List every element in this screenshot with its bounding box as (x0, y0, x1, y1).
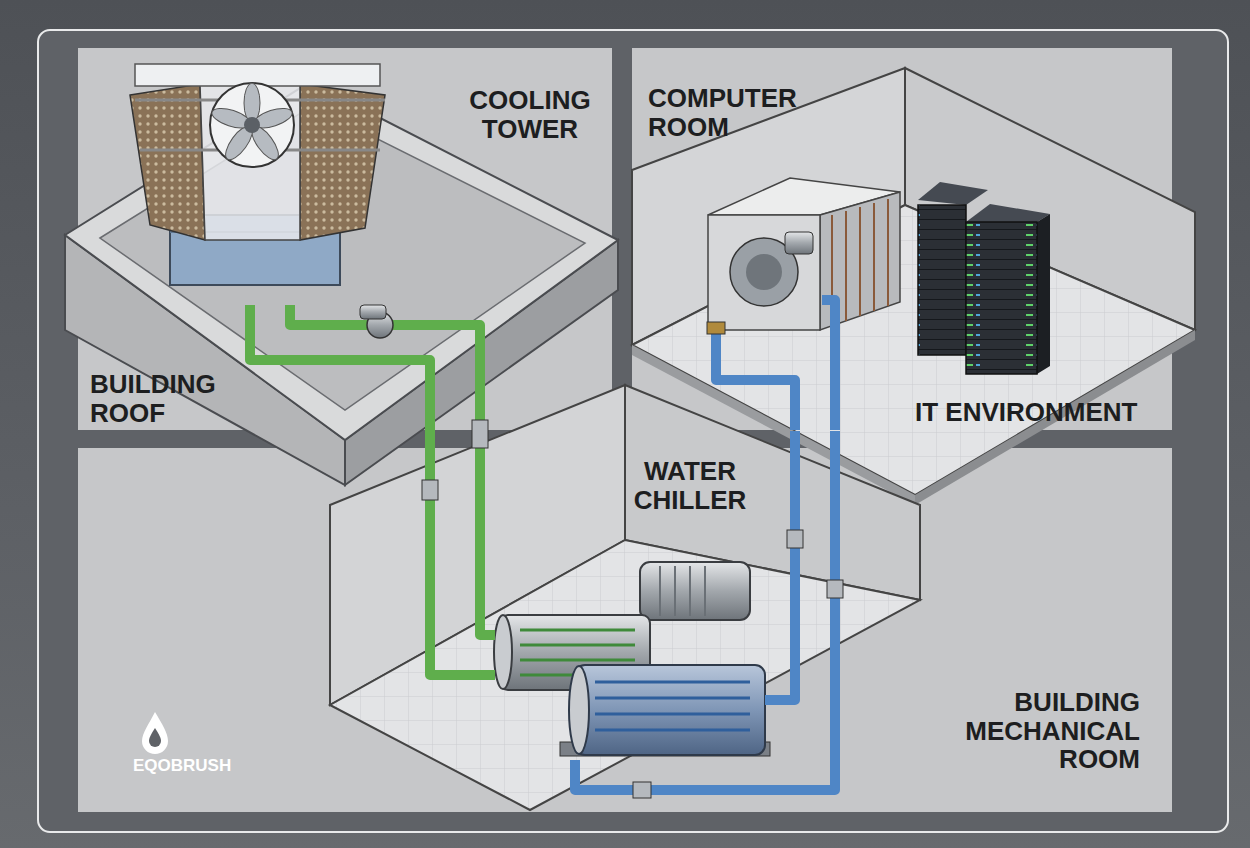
water-chiller-part (595, 713, 750, 716)
server-racks-part (918, 182, 988, 205)
crah-pipes-part (822, 300, 835, 430)
crah-pipes-part (707, 322, 725, 334)
computer-room-part (915, 330, 1195, 505)
cooling-tower-part (210, 83, 294, 167)
water-chiller-part (595, 697, 750, 700)
pipe-coupling-part (422, 480, 438, 500)
crah-unit-part (845, 211, 847, 321)
water-chiller-part (494, 615, 512, 689)
pipe-coupling-part (827, 580, 843, 598)
crah-unit-part (859, 207, 861, 316)
pipe-connector (575, 431, 835, 790)
water-chiller-part (595, 681, 750, 684)
water-chiller-part (569, 666, 589, 754)
pump-part (360, 305, 386, 319)
frame (38, 30, 1228, 832)
area-label: IT ENVIRONMENT (915, 398, 1169, 427)
water-chiller-node: WATER CHILLER (495, 455, 765, 760)
watermark-logo (142, 712, 168, 754)
cooling-tower-part (300, 84, 385, 240)
water-chiller-part (520, 644, 635, 647)
water-chiller-part (520, 659, 635, 662)
water-chiller-part (689, 566, 691, 616)
crah-unit-part (746, 254, 782, 290)
cooling-tower-part (200, 84, 300, 240)
water-chiller (494, 562, 770, 756)
server-racks-part (918, 205, 966, 355)
water-chiller-part (704, 566, 706, 616)
frame-part (38, 30, 1228, 832)
watermark-logo-part (142, 712, 168, 754)
cooling-tower (130, 64, 385, 285)
crah-unit-part (887, 199, 889, 306)
area-label: BUILDING MECHANICAL ROOM (930, 688, 1140, 774)
server-racks-part (966, 222, 1037, 374)
pipe-coupling-part (472, 420, 488, 448)
area-label: COOLING TOWER (450, 86, 610, 143)
server-racks (918, 182, 1050, 374)
mechanical-room (330, 385, 920, 810)
pipe-coupling-part (787, 530, 803, 548)
crah-unit-part (785, 232, 813, 254)
crah-pipes-part (716, 332, 795, 430)
water-chiller-part (520, 629, 635, 632)
pipe-coupling (422, 420, 843, 798)
water-chiller-part (595, 729, 750, 732)
cooling-tower-part (130, 84, 205, 240)
crah-unit-part (708, 215, 820, 330)
server-racks-part (966, 204, 1050, 222)
crah-unit (708, 178, 900, 330)
area-label: COMPUTER ROOM (648, 84, 818, 141)
roof-zone: BUILDING ROOF COOLING TOWER (78, 48, 612, 431)
water-chiller-part (674, 566, 676, 616)
cooling-tower-part (244, 117, 260, 133)
water-chiller-part (659, 566, 661, 616)
server-racks-part (1037, 214, 1050, 374)
pipe-coupling-part (633, 782, 651, 798)
crah-unit-part (873, 203, 875, 311)
mechanical-room-zone: BUILDING MECHANICAL ROOM WATER CHILLER (78, 448, 1172, 812)
frame-part (78, 48, 612, 430)
pump (360, 305, 393, 338)
pipe-connector (250, 305, 495, 675)
area-label: WATER CHILLER (625, 457, 755, 514)
watermark-logo-part (149, 728, 161, 747)
pipe-connector (765, 431, 795, 700)
crah-pipes (707, 300, 835, 430)
computer-room-zone: COMPUTER ROOM IT ENVIRONMENT (632, 48, 1173, 431)
pipe-connector (290, 305, 495, 635)
roof-box-part (65, 82, 618, 440)
area-label: BUILDING ROOF (90, 370, 240, 427)
water-chiller-part (575, 665, 765, 755)
computer-room-part (632, 68, 905, 345)
cooling-tower-node: COOLING TOWER (120, 60, 614, 305)
water-chiller-part (640, 562, 750, 620)
watermark: EQOBRUSH (133, 757, 231, 776)
